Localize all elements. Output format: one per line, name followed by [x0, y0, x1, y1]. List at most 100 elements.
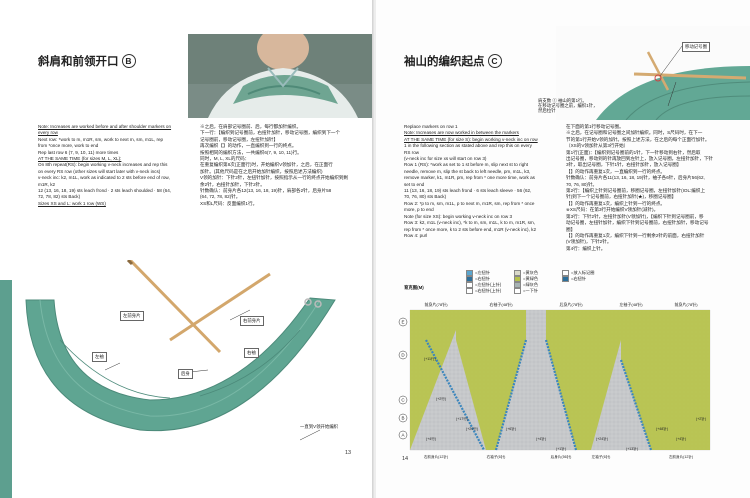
legend-item: =黄绿色: [514, 276, 538, 282]
legend-swatch: [514, 282, 521, 288]
left-en-line: Rep last row 6 (7, 9, 10, 11) more times: [38, 149, 119, 155]
chart-row-marker-circle: [398, 430, 408, 440]
left-cn-line: ※之后，在肩部记号圈前、后，每行都加针编织。: [200, 124, 302, 129]
legend-item: =右扭针: [466, 276, 490, 282]
chart-row-marker: D: [401, 353, 405, 358]
right-page-number: 14: [402, 456, 409, 462]
right-en-line: needle, remove m, slip the st back to le…: [404, 168, 531, 174]
book-gutter: [372, 0, 378, 498]
left-en-line: Sizes XS and L: work 1 row (WS): [38, 200, 106, 206]
right-cn-line: （XS的V领加针从第3行开始）: [566, 143, 629, 149]
right-en-line: 11 (13, 16, 18, 19) sts leach frond · 6 …: [404, 188, 532, 194]
chart-row-marker: A: [401, 433, 404, 438]
chart-bottom-label: 左前身片(12针): [669, 454, 693, 459]
chart-green-section: [546, 310, 621, 450]
chart-annotation: (+24针): [596, 436, 608, 441]
left-en-line: Note: Increases are worked before and af…: [38, 124, 172, 129]
legend-item: =放入标记圈: [562, 270, 594, 276]
legend-swatch: [562, 270, 569, 276]
right-cn-line: (V领加针)，下针2针。: [566, 239, 612, 245]
shoulder-photo: [188, 34, 374, 118]
chart-annotation: (+17行): [456, 416, 468, 421]
sleeve-start-photo: [556, 26, 750, 120]
left-page-number: 13: [345, 450, 352, 456]
legend-swatch: [466, 282, 473, 288]
chart-section-label: 右袖子(48针): [489, 301, 513, 307]
chart-row-marker-circle: [398, 395, 408, 405]
chart-bottom-label: 后身片(56针): [551, 454, 572, 459]
left-cn-line: 同时，M, L, XL的尺码：: [200, 156, 250, 162]
chart-green-section: [410, 310, 456, 450]
right-en-line: Row 4: purl: [404, 232, 428, 238]
chart-annotation: (+1针): [556, 446, 566, 451]
yoke-chart: 前身片(78针)右袖子(48针)后身片(78针)左袖子(48针)前身片(78针)…: [398, 301, 711, 459]
chart-annotation: (+4针): [536, 436, 546, 441]
photo-caption-line: 肩支数 ⓒ 袖山的第1行。: [538, 98, 587, 103]
chart-annotation: (+4针): [676, 436, 686, 441]
legend-label: =右扭针: [475, 276, 491, 281]
left-en-line: On 8th repeat(RS): begin working v-neck …: [38, 162, 168, 168]
chart-section-label: 前身片(78针): [424, 301, 448, 307]
left-cn-line: 在重复编织第8次(正面行)时，开始编织V领加针，之后，在正面行: [200, 162, 333, 168]
right-en-line: Note (for size XS): begin working v-neck…: [404, 213, 512, 219]
left-cn-line: 加针。(其他尺码是在之后开始加针编织，按照后述方法编织): [200, 168, 323, 174]
left-cn-line: 针数确认：前身片各12(13, 16, 18, 19)针，肩部各2针，后身片58: [200, 188, 332, 194]
right-en-line: (v-neck inc for size xs will start on ro…: [404, 156, 487, 162]
right-en-line: Replace markers on row 1: [404, 124, 458, 129]
legend-swatch: [562, 276, 569, 282]
chart-row-marker: C: [401, 398, 405, 403]
label-right-front: 右前身片: [240, 316, 264, 326]
legend-label: =绿灰色: [523, 282, 539, 287]
chart-annotation: (+20行): [466, 426, 478, 431]
legend-label: =左扭针(上针): [475, 282, 502, 287]
right-en-line: AT THE SAME TIME (for size S): begin wor…: [404, 136, 538, 142]
right-en-line: 1 in the following section as stated abo…: [404, 143, 532, 149]
left-title-text: 斜肩和前领开口: [38, 56, 119, 68]
chart-annotation: (+13针): [626, 446, 638, 451]
right-cn-line: ※之后，在记号圈和记号圈之间加针编织。同时，S尺码时，在下一: [566, 130, 703, 136]
right-text-en: Replace markers on row 1 Note: Increases…: [404, 124, 538, 239]
left-cn-line: 余2针，右扭针加针，下针2针。: [200, 181, 265, 187]
chart-row-marker: E: [401, 320, 404, 325]
legend-swatch: [466, 276, 473, 282]
left-en-line: 72, 78, 82) sts Back): [38, 194, 81, 200]
legend-label: =一下针: [523, 288, 539, 293]
right-cn-line: 针)到下一个记号圈前，右扭针加针(★)，移圈记号圈】: [566, 194, 677, 200]
chart-annotation: (+48针): [656, 426, 668, 431]
right-cn-line: 【】的动作再重复1次，编织上针到一行的终点。: [566, 200, 666, 206]
chart-bottom-label: 左袖子(6针): [592, 454, 611, 459]
right-cn-line: 第2行：【编织上针到记号圈前，移圈记号圈，左扭针加针(IOL:编织上: [566, 188, 706, 194]
right-cn-line: 第3行：下针2针，左扭针加针(V领加针)，【编织下针到记号圈前，移: [566, 213, 704, 219]
right-en-line: Row 3: k2, m1L (v-neck inc), *k to m, sm…: [404, 220, 536, 226]
right-cn-line: 出记号圈，移动到的针再放回到左针上，放入记号圈，左扭针加针，下针: [566, 156, 714, 162]
left-cn-line: 再次编织【】的动作，一直编织到一行的终点。: [200, 143, 297, 149]
left-page: 斜肩和前领开口 B Note: Increases are worked bef…: [0, 0, 374, 498]
left-text-cn: ※之后，在肩部记号圈前、后，每行都加针编织。 下一行：【编织到记号圈前，右扭针加…: [200, 124, 348, 207]
legend-swatch: [514, 276, 521, 282]
chart-section-label: 后身片(78针): [559, 301, 583, 307]
legend-label: =黄灰色: [523, 270, 539, 275]
left-en-line: Next row: *work to m, m1R, sm, work to n…: [38, 136, 164, 142]
chart-row-marker-circle: [398, 317, 408, 327]
left-en-line: 12 (13, 16, 18, 19) sts leach frond · 2 …: [38, 188, 172, 194]
left-en-line: from *once more, work to end: [38, 143, 99, 149]
right-en-line: set to end: [404, 181, 425, 187]
label-left-front: 左前身片: [120, 311, 144, 321]
right-cn-line: 圈】: [566, 226, 576, 232]
right-en-line: Row 1 (RS): *work as set to 1 st before …: [404, 162, 529, 168]
legend-label: =左扭针: [475, 270, 491, 275]
chart-annotation: (+2行): [436, 396, 446, 401]
right-cn-line: 【】的动作再重复1次，编织下针到一行剩余2针的前面，右扭针加针: [566, 232, 705, 238]
legend-swatch: [514, 288, 521, 294]
chart-section-label: 左袖子(48针): [619, 301, 643, 307]
legend-item: =黄灰色: [514, 270, 538, 276]
chart-green-section: [621, 310, 710, 450]
left-text-en: Note: Increases are worked before and af…: [38, 124, 171, 207]
left-en-line: on every RS row (other sizes will start …: [38, 168, 161, 174]
right-en-line: rep from * once more, k to 2 sts before …: [404, 226, 536, 232]
legend-swatch: [466, 288, 473, 294]
chart-annotation: (+11行): [424, 356, 436, 361]
chart-bottom-label: 右前身片(12针): [424, 454, 448, 459]
left-en-line: every row: [38, 130, 58, 136]
legend-label: =右扭针: [571, 276, 587, 281]
